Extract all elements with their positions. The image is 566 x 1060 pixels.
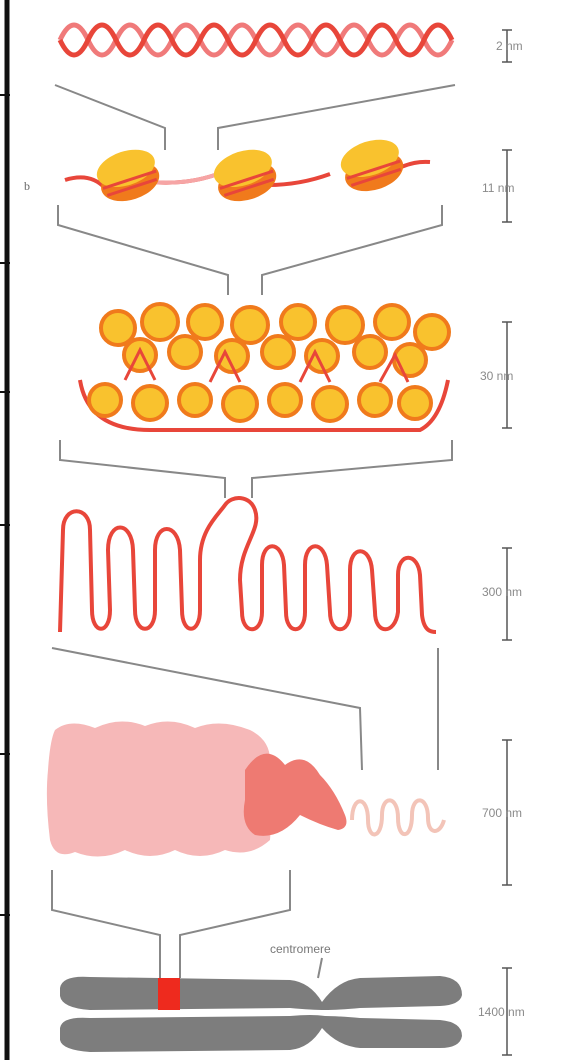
- scale-label-300nm: 300 nm: [482, 585, 522, 599]
- scale-label-700nm: 700 nm: [482, 806, 522, 820]
- highlighted-band: [158, 978, 180, 1010]
- looped-domains: [60, 498, 436, 632]
- nucleosome-3: [336, 133, 408, 198]
- stage-letter-b: b: [24, 179, 30, 193]
- connector-bracket: [55, 85, 455, 150]
- centromere-label: centromere: [270, 942, 331, 956]
- connector-bracket: [52, 870, 322, 978]
- connector-bracket: [60, 440, 452, 498]
- nucleosome-string: b: [24, 133, 430, 208]
- scale-label-1400nm: 1400 nm: [478, 1005, 525, 1019]
- nucleosome-1: [92, 143, 164, 208]
- chromatin-fiber-30nm: [80, 304, 449, 430]
- metaphase-chromosome: centromere: [60, 942, 462, 1052]
- scale-label-11nm: 11 nm: [482, 181, 514, 195]
- dna-double-helix: [60, 25, 452, 55]
- scale-label-30nm: 30 nm: [480, 369, 513, 383]
- left-frame-border: [0, 0, 10, 1060]
- scale-label-2nm: 2 nm: [496, 39, 523, 53]
- nucleosome-2: [209, 143, 281, 208]
- condensed-chromatin: [47, 721, 444, 856]
- connector-bracket: [58, 205, 442, 295]
